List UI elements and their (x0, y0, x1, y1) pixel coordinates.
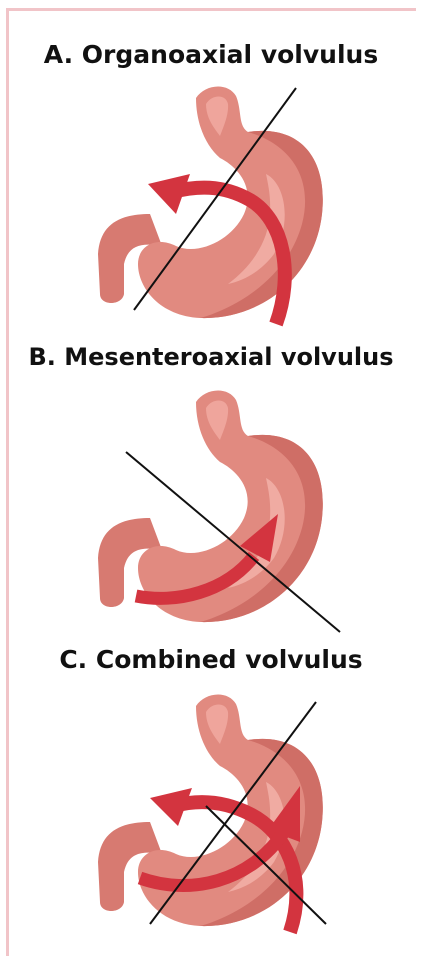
panel-title-organoaxial: A. Organoaxial volvulus (0, 40, 422, 69)
organoaxial-illustration (0, 74, 422, 334)
panel-title-mesenteroaxial: B. Mesenteroaxial volvulus (0, 343, 422, 371)
combined-illustration (0, 682, 422, 952)
panel-title-combined: C. Combined volvulus (0, 645, 422, 674)
mesenteroaxial-illustration (0, 378, 422, 638)
